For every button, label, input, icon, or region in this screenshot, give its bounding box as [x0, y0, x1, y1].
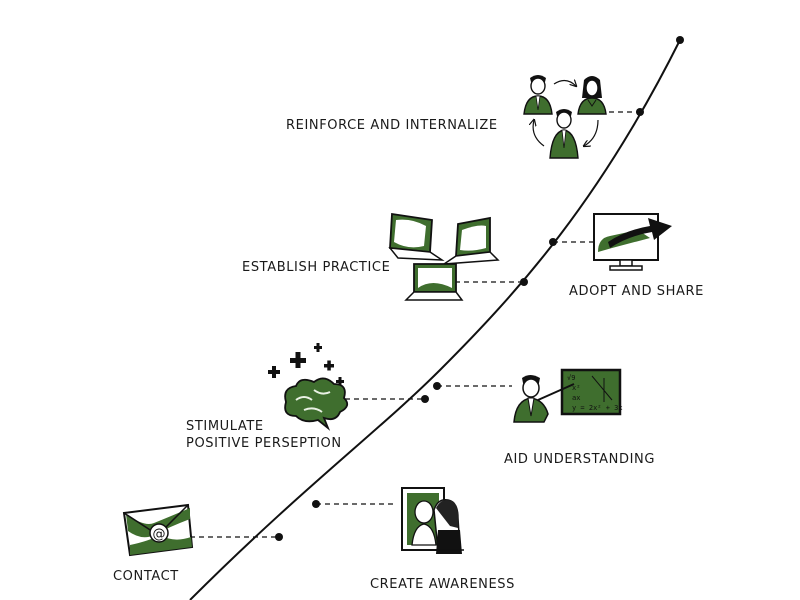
chalk-line-1: √9: [567, 374, 575, 382]
label-aid-understanding: AID UNDERSTANDING: [504, 452, 655, 467]
mirror-woman-icon: [401, 487, 464, 554]
label-establish-practice: ESTABLISH PRACTICE: [242, 260, 390, 275]
label-contact: CONTACT: [113, 569, 179, 584]
label-reinforce: REINFORCE AND INTERNALIZE: [286, 118, 498, 133]
curve-point: [520, 278, 528, 286]
laptops-icon: [388, 212, 500, 301]
svg-text:@: @: [153, 527, 166, 542]
label-create-awareness: CREATE AWARENESS: [370, 577, 515, 592]
teacher-chalkboard-icon: √9 x² ax y = 2x² + 3x: [513, 368, 623, 423]
label-stimulate-line1: STIMULATE: [186, 419, 264, 434]
curve-point: [421, 395, 429, 403]
monitor-arrow-icon: [593, 213, 672, 271]
chalk-line-2: x²: [572, 384, 580, 392]
label-stimulate-line2: POSITIVE PERSEPTION: [186, 436, 342, 451]
label-adopt-share: ADOPT AND SHARE: [569, 284, 704, 299]
chalk-line-3: ax: [572, 394, 580, 402]
adoption-curve: [189, 39, 681, 600]
brain-plus-icon: [268, 343, 349, 431]
team-cycle-icon: [523, 75, 607, 159]
curve-point: [275, 533, 283, 541]
curve-point: [676, 36, 684, 44]
chalk-line-4: y = 2x² + 3x: [572, 404, 623, 412]
envelope-icon: @: [122, 503, 194, 557]
